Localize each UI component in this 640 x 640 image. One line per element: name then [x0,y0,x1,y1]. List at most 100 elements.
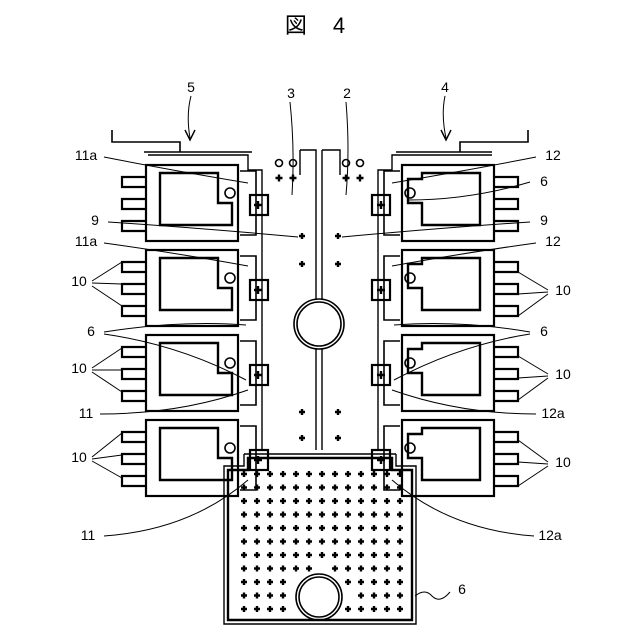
label-l10-left-mid: 10 [71,360,87,376]
plate-cross-45 [306,512,312,518]
plate-cross-22 [345,485,351,491]
plate-cross-80 [254,552,260,558]
right-bond-4 [405,443,415,453]
leader-12a-bottom [392,480,534,536]
plate-cross-41 [254,512,260,518]
top-terminal-dot-1 [276,160,283,167]
plate-cross-23 [358,485,364,491]
bus-mark-7 [335,409,341,415]
plate-cross-73 [332,539,338,545]
plate-cross-21 [332,485,338,491]
left-pin-4-1 [122,432,146,442]
plate-cross-125 [345,606,351,612]
leader-10-left-upper [92,262,122,306]
plate-cross-118 [371,593,377,599]
plate-cross-83 [293,552,299,558]
label-l9-right: 9 [540,212,548,228]
right-pin-4-2 [494,454,518,464]
bus-mark-5 [299,409,305,415]
plate-cross-4 [280,471,286,477]
left-pin-4-3 [122,476,146,486]
leader-10-right-lower [518,440,548,486]
plate-cross-114 [254,593,260,599]
plate-cross-52 [397,512,403,518]
label-l2: 2 [343,85,351,101]
left-pin-4-2 [122,454,146,464]
plate-cross-30 [280,498,286,504]
bus-mark-2 [299,261,305,267]
left-chip-3 [160,343,232,395]
center-ring [297,302,341,346]
plate-cross-35 [345,498,351,504]
label-l12a-mid: 12a [541,405,565,421]
leader-11a-top [104,157,248,183]
right-bond-3 [405,358,415,368]
plate-cross-17 [280,485,286,491]
top-terminal-dot-4 [357,160,364,167]
arrow-4 [441,130,451,140]
plate-cross-20 [319,485,325,491]
plate-cross-103 [397,566,403,572]
plate-cross-75 [358,539,364,545]
plate-cross-82 [280,552,286,558]
plate-cross-71 [306,539,312,545]
plate-cross-126 [358,606,364,612]
plate-cross-31 [293,498,299,504]
label-l10-right-upper: 10 [555,282,571,298]
plate-cross-59 [319,525,325,531]
label-l12-mid: 12 [545,233,561,249]
plate-cross-29 [267,498,273,504]
plate-cross-33 [319,498,325,504]
lead-5-outline [112,130,180,152]
plate-cross-47 [332,512,338,518]
plate-cross-43 [280,512,286,518]
plate-cross-96 [293,566,299,572]
plate-cross-65 [397,525,403,531]
center-ring-outer [294,299,344,349]
right-chip-4 [408,428,480,480]
top-terminal-cross-3 [343,175,350,182]
left-chip-4 [160,428,232,480]
plate-cross-105 [254,579,260,585]
leader-12-top [392,157,536,183]
plate-cross-16 [267,485,273,491]
leader-10-left-mid [92,348,122,392]
right-pin-2-2 [494,284,518,294]
label-l11a-top: 11a [75,147,98,163]
plate-cross-97 [306,566,312,572]
left-bond-3 [225,358,235,368]
plate-cross-6 [306,471,312,477]
top-terminal-cross-1 [276,175,283,182]
left-bond-4 [225,443,235,453]
bus-lead-2 [322,150,340,300]
plate-cross-88 [358,552,364,558]
plate-cross-72 [319,539,325,545]
plate-cross-84 [306,552,312,558]
right-tiebar-3 [384,341,400,405]
right-pin-2-3 [494,306,518,316]
right-pin-3-2 [494,369,518,379]
label-l11-bottom: 11 [81,527,96,543]
plate-cross-40 [241,512,247,518]
left-chip-2 [160,258,232,310]
label-l12-top: 12 [545,147,561,163]
plate-cross-92 [241,566,247,572]
plate-cross-95 [280,566,286,572]
left-chip-1 [160,173,232,225]
left-pin-3-1 [122,347,146,357]
plate-cross-12 [384,471,390,477]
bus-lead-stem [316,348,322,450]
lead-4-outline [460,130,528,152]
plate-cross-128 [384,606,390,612]
bus-mark-6 [299,435,305,441]
plate-cross-11 [371,471,377,477]
plate-cross-2 [254,471,260,477]
label-l11-mid: 11 [79,405,94,421]
plate-cross-91 [397,552,403,558]
plate-cross-81 [267,552,273,558]
plate-cross-60 [332,525,338,531]
plate-cross-48 [345,512,351,518]
plate-cross-106 [267,579,273,585]
plate-cross-68 [267,539,273,545]
plate-cross-116 [280,593,286,599]
